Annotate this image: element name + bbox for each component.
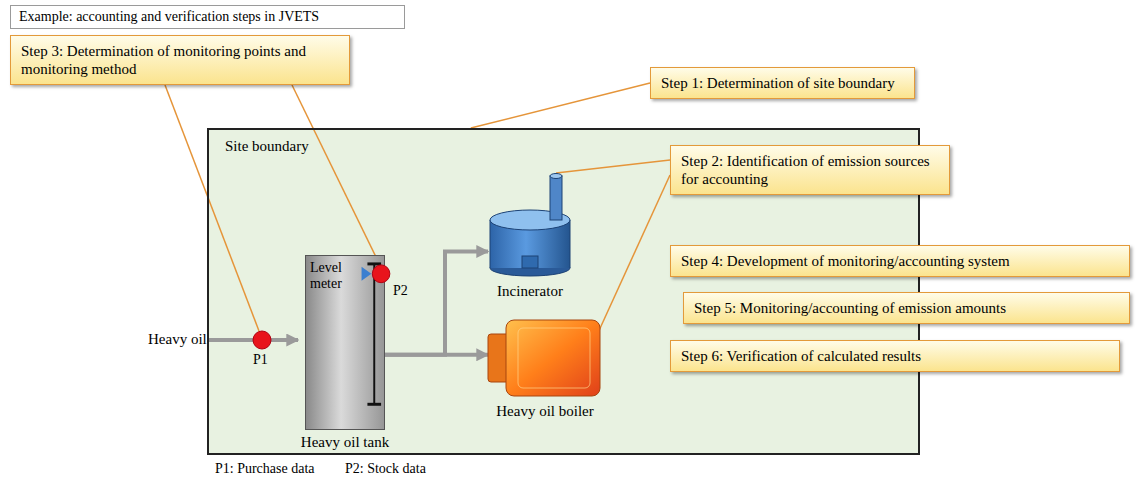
point-label: P1 xyxy=(253,352,268,368)
step-callout: Step 2: Identification of emission sourc… xyxy=(670,145,950,195)
node-heading: Site boundary xyxy=(225,138,309,155)
step-callout: Step 3: Determination of monitoring poin… xyxy=(10,35,350,85)
heavy-oil-boiler: Heavy oil boiler xyxy=(488,318,602,398)
incinerator-edge xyxy=(490,220,491,268)
level-meter-tick xyxy=(367,403,381,406)
incinerator: Incinerator xyxy=(488,172,572,278)
node-heading: Incinerator xyxy=(497,283,563,300)
node-text: Step 4: Development of monitoring/accoun… xyxy=(681,252,1119,270)
step-callout: Step 5: Monitoring/accounting of emissio… xyxy=(683,292,1130,324)
step-callout: Step 6: Verification of calculated resul… xyxy=(670,340,1120,372)
level-meter-rod xyxy=(373,264,375,404)
node-heading: Heavy oil boiler xyxy=(496,403,593,420)
boiler-body xyxy=(506,320,600,396)
leader-line xyxy=(556,160,670,173)
title-box: Example: accounting and verification ste… xyxy=(10,5,405,29)
node-text: Step 6: Verification of calculated resul… xyxy=(681,347,1109,365)
incinerator-door xyxy=(522,256,538,268)
incinerator-edge xyxy=(570,220,571,268)
step-callout: Step 4: Development of monitoring/accoun… xyxy=(670,245,1130,277)
title-text: Example: accounting and verification ste… xyxy=(19,9,319,24)
monitoring-point xyxy=(253,331,271,349)
step-callout: Step 1: Determination of site boundary xyxy=(650,67,915,99)
heavy-oil-tank: Level meterHeavy oil tank xyxy=(305,255,385,430)
footnote: P2: Stock data xyxy=(345,461,426,477)
boiler-figure xyxy=(488,318,602,398)
footnote: P1: Purchase data xyxy=(215,461,315,477)
leader-line xyxy=(165,85,259,331)
point-label: P2 xyxy=(393,283,408,299)
node-text: Step 1: Determination of site boundary xyxy=(661,74,904,92)
leader-line xyxy=(292,85,376,257)
boiler-panel xyxy=(518,328,590,388)
incinerator-figure xyxy=(488,172,572,278)
input-label: Heavy oil xyxy=(148,331,207,348)
leader-line xyxy=(597,175,670,334)
incinerator-chimney xyxy=(550,176,562,220)
node-text: Step 2: Identification of emission sourc… xyxy=(681,152,939,188)
flow-arrow xyxy=(385,353,488,357)
flow-arrow xyxy=(385,252,488,355)
node-text: Step 3: Determination of monitoring poin… xyxy=(21,42,339,78)
node-text: Level meter xyxy=(310,260,362,292)
leader-line xyxy=(471,83,650,128)
node-text: Step 5: Monitoring/accounting of emissio… xyxy=(694,299,1119,317)
level-meter-pointer xyxy=(362,267,372,281)
chimney-top xyxy=(550,174,562,179)
monitoring-point xyxy=(372,265,390,283)
node-heading: Heavy oil tank xyxy=(301,434,389,451)
